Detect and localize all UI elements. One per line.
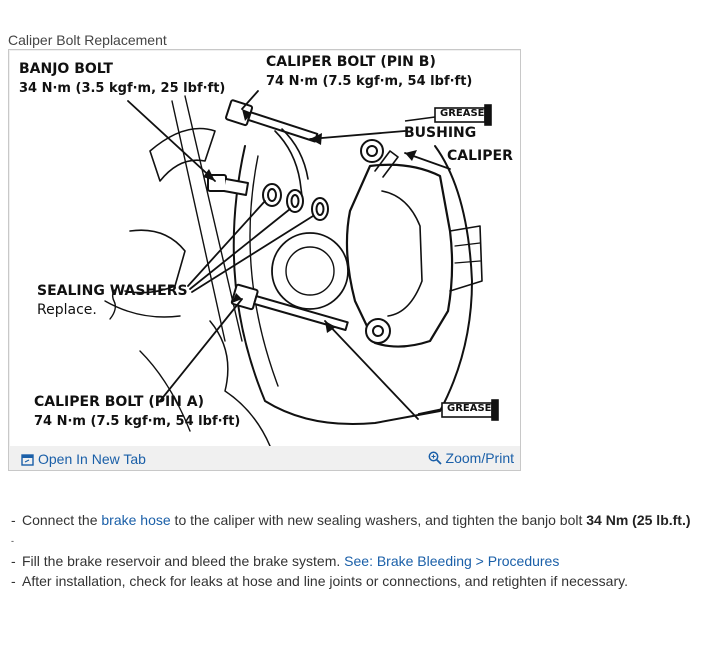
pin-a-label: CALIPER BOLT (PIN A)	[34, 394, 205, 410]
step-item: -	[11, 536, 22, 546]
banjo-bolt-spec: 34 N·m (3.5 kgf·m, 25 lbf·ft)	[19, 81, 226, 96]
figure-footer: Open In New Tab Zoom/Print	[10, 446, 520, 470]
replace-note: Replace.	[37, 302, 97, 318]
zoom-print-text[interactable]: Zoom/Print	[445, 450, 514, 466]
sealing-washers-label: SEALING WASHERS	[37, 283, 188, 299]
step-bullet: -	[11, 573, 16, 589]
pin-a-spec: 74 N·m (7.5 kgf·m, 54 lbf·ft)	[34, 414, 241, 429]
step-item: -Fill the brake reservoir and bleed the …	[11, 553, 559, 569]
open-in-new-tab-icon	[21, 454, 34, 466]
torque-value: 34 Nm (25 lb.ft.)	[586, 512, 691, 528]
grease-bottom-label: GREASE	[447, 403, 492, 414]
step-text: After installation, check for leaks at h…	[22, 573, 628, 589]
bushing-label: BUSHING	[404, 125, 477, 141]
caliper-drawing	[104, 90, 499, 446]
pin-b-spec: 74 N·m (7.5 kgf·m, 54 lbf·ft)	[266, 74, 473, 89]
figure-container: BANJO BOLT 34 N·m (3.5 kgf·m, 25 lbf·ft)…	[8, 49, 521, 471]
brake-hose-link[interactable]: brake hose	[101, 512, 171, 528]
step-bullet: -	[11, 553, 16, 569]
zoom-print-link[interactable]: Zoom/Print	[428, 450, 514, 466]
zoom-magnifier-icon	[428, 451, 442, 465]
grease-top-label: GREASE	[440, 108, 485, 119]
step-item: -After installation, check for leaks at …	[11, 573, 628, 589]
step-bullet: -	[11, 512, 16, 528]
figure-caption: Caliper Bolt Replacement	[8, 32, 167, 48]
caliper-label: CALIPER	[447, 148, 513, 164]
caliper-diagram[interactable]: BANJO BOLT 34 N·m (3.5 kgf·m, 25 lbf·ft)…	[10, 51, 520, 446]
pin-b-label: CALIPER BOLT (PIN B)	[266, 54, 436, 70]
open-in-new-tab-link[interactable]: Open In New Tab	[21, 451, 146, 467]
step-bullet: -	[11, 536, 14, 546]
open-in-new-tab-text[interactable]: Open In New Tab	[38, 451, 146, 467]
step-text: to the caliper with new sealing washers,…	[170, 512, 587, 528]
banjo-bolt-label: BANJO BOLT	[19, 61, 113, 77]
step-text: Fill the brake reservoir and bleed the b…	[22, 553, 345, 569]
step-item: -Connect the brake hose to the caliper w…	[11, 512, 691, 528]
brake-bleeding-procedures-link[interactable]: See: Brake Bleeding > Procedures	[344, 553, 560, 569]
step-text: Connect the	[22, 512, 102, 528]
